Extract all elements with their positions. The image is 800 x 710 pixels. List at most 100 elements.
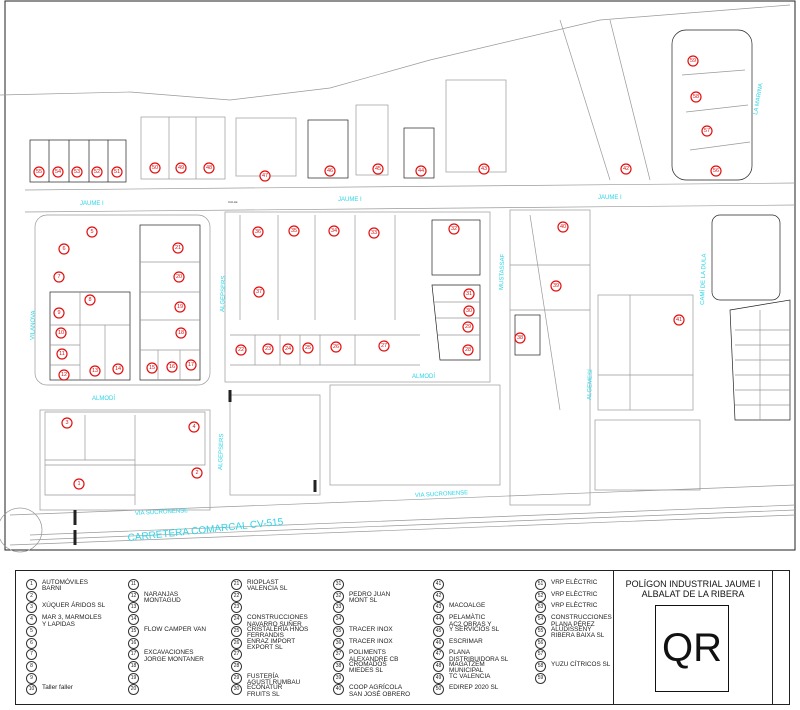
- plot-marker-14[interactable]: 14: [112, 363, 124, 375]
- plot-marker-19[interactable]: 19: [174, 301, 186, 313]
- plot-marker-43[interactable]: 43: [478, 163, 490, 175]
- legend-company-name: TC VALENCIA: [449, 672, 491, 680]
- plot-marker-7[interactable]: 7: [53, 271, 65, 283]
- plot-marker-26[interactable]: 26: [330, 341, 342, 353]
- plot-marker-38[interactable]: 38: [514, 332, 526, 344]
- plot-marker-9[interactable]: 9: [53, 307, 65, 319]
- plot-marker-36[interactable]: 36: [252, 226, 264, 238]
- plot-marker-4[interactable]: 4: [188, 421, 200, 433]
- legend-number: 2: [26, 590, 37, 602]
- plot-marker-23[interactable]: 23: [262, 343, 274, 355]
- plot-marker-2[interactable]: 2: [191, 467, 203, 479]
- plot-marker-28[interactable]: 28: [462, 344, 474, 356]
- legend-number: 43: [433, 602, 444, 614]
- plot-number: 47: [262, 173, 268, 179]
- plot-marker-11[interactable]: 11: [56, 348, 68, 360]
- plot-marker-45[interactable]: 45: [372, 163, 384, 175]
- plot-marker-48[interactable]: 48: [203, 162, 215, 174]
- plot-number: 53: [74, 169, 80, 175]
- plot-marker-27[interactable]: 27: [378, 340, 390, 352]
- plot-marker-50[interactable]: 50: [149, 162, 161, 174]
- legend-company-name: Y SERVICIOS SL: [449, 625, 500, 633]
- plot-marker-52[interactable]: 52: [91, 166, 103, 178]
- plot-marker-34[interactable]: 34: [328, 225, 340, 237]
- plot-marker-54[interactable]: 54: [52, 166, 64, 178]
- plot-circle: [203, 162, 215, 174]
- plot-marker-47[interactable]: 47: [259, 170, 271, 182]
- plot-marker-22[interactable]: 22: [235, 344, 247, 356]
- plot-marker-31[interactable]: 31: [463, 288, 475, 300]
- legend-item-22: 22: [231, 590, 247, 602]
- plot-marker-44[interactable]: 44: [415, 165, 427, 177]
- legend-number: 48: [433, 660, 444, 672]
- legend-company-name: ECONATUR FRUITS SL: [247, 684, 283, 698]
- plot-number: 44: [418, 168, 424, 174]
- plot-marker-29[interactable]: 29: [462, 321, 474, 333]
- legend-number: 46: [433, 637, 444, 649]
- plot-marker-3[interactable]: 3: [61, 417, 73, 429]
- plot-marker-40[interactable]: 40: [557, 221, 569, 233]
- legend-company-name: MACOALGE: [449, 602, 486, 610]
- plot-marker-46[interactable]: 46: [324, 165, 336, 177]
- plot-number: 43: [481, 166, 487, 172]
- plot-marker-33[interactable]: 33: [368, 227, 380, 239]
- plot-marker-8[interactable]: 8: [84, 294, 96, 306]
- legend-number: 59: [535, 672, 546, 684]
- plot-number: 55: [36, 169, 42, 175]
- plot-marker-24[interactable]: 24: [282, 343, 294, 355]
- legend-company-name: XÚQUER ÁRIDOS SL: [42, 602, 106, 610]
- plot-marker-15[interactable]: 15: [146, 362, 158, 374]
- legend-item-39: 39: [333, 672, 349, 684]
- plot-marker-25[interactable]: 25: [302, 342, 314, 354]
- plot-marker-55[interactable]: 55: [33, 166, 45, 178]
- plot-marker-51[interactable]: 51: [111, 166, 123, 178]
- legend-number: 9: [26, 672, 37, 684]
- plot-marker-20[interactable]: 20: [173, 271, 185, 283]
- plot-number: 19: [177, 304, 183, 310]
- plot-number: 9: [57, 310, 60, 316]
- plot-marker-30[interactable]: 30: [463, 305, 475, 317]
- plot-marker-10[interactable]: 10: [55, 327, 67, 339]
- plot-marker-56[interactable]: 56: [710, 165, 722, 177]
- plot-marker-13[interactable]: 13: [89, 365, 101, 377]
- plot-marker-53[interactable]: 53: [71, 166, 83, 178]
- plot-marker-59[interactable]: 59: [687, 55, 699, 67]
- plot-circle: [61, 417, 73, 429]
- plot-marker-12[interactable]: 12: [58, 369, 70, 381]
- plot-marker-58[interactable]: 58: [690, 91, 702, 103]
- plot-marker-18[interactable]: 18: [175, 327, 187, 339]
- plot-marker-1[interactable]: 1: [73, 478, 85, 490]
- legend-company-name: VRP ELÈCTRIC: [551, 602, 598, 610]
- plot-marker-16[interactable]: 16: [166, 361, 178, 373]
- plot-marker-39[interactable]: 39: [550, 280, 562, 292]
- legend-number: 18: [128, 660, 139, 672]
- legend-item-57: 57: [535, 649, 551, 661]
- legend-number: 35: [333, 625, 344, 637]
- plot-marker-37[interactable]: 37: [253, 286, 265, 298]
- plot-circle: [235, 344, 247, 356]
- legend-number: 7: [26, 649, 37, 661]
- plot-marker-57[interactable]: 57: [701, 125, 713, 137]
- legend-number: 16: [128, 637, 139, 649]
- plot-marker-17[interactable]: 17: [185, 359, 197, 371]
- plot-circle: [690, 91, 702, 103]
- qr-code[interactable]: QR: [655, 605, 729, 692]
- plot-marker-21[interactable]: 21: [172, 242, 184, 254]
- plot-circle: [173, 271, 185, 283]
- plot-circle: [112, 363, 124, 375]
- legend-number: 1: [26, 579, 37, 590]
- legend-item-11: 11: [128, 579, 144, 590]
- plot-marker-42[interactable]: 42: [620, 163, 632, 175]
- plot-number: 42: [623, 166, 629, 172]
- plot-marker-49[interactable]: 49: [175, 162, 187, 174]
- legend-company-name: PEDRO JUAN MONT SL: [349, 590, 391, 605]
- plot-marker-6[interactable]: 6: [58, 243, 70, 255]
- plot-marker-41[interactable]: 41: [673, 314, 685, 326]
- plot-marker-5[interactable]: 5: [86, 226, 98, 238]
- plot-marker-32[interactable]: 32: [448, 223, 460, 235]
- plot-marker-35[interactable]: 35: [288, 225, 300, 237]
